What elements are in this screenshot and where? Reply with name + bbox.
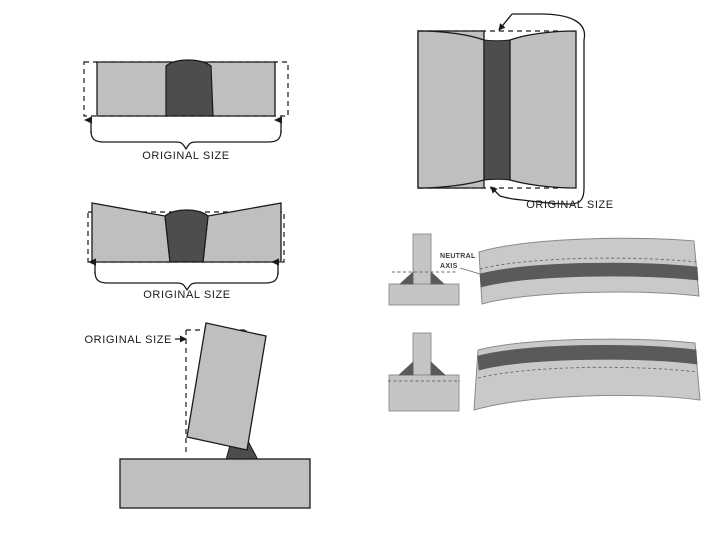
fillet-angular-distortion-diagram: ORIGINAL SIZE	[85, 322, 311, 509]
original-size-label: ORIGINAL SIZE	[143, 289, 230, 301]
plate-left	[96, 61, 173, 117]
longitudinal-shrinkage-diagram: ORIGINAL SIZE	[417, 13, 613, 211]
bottom-leader-curve	[499, 195, 571, 205]
bowing-distortion-bottom-diagram	[388, 332, 701, 412]
plate-right	[509, 30, 577, 189]
weld-bead	[165, 59, 214, 117]
weld-bead	[164, 209, 209, 263]
original-size-label: ORIGINAL SIZE	[526, 199, 613, 211]
plate-left	[91, 202, 171, 263]
t-section-fillet-left	[398, 361, 414, 376]
bowed-beam-neutral-axis	[479, 257, 698, 270]
plate-left-curved	[417, 30, 485, 189]
upright-plate	[186, 322, 267, 451]
t-section-web	[412, 233, 432, 285]
neutral-axis-label-line1: NEUTRAL	[440, 253, 476, 260]
original-size-label: ORIGINAL SIZE	[142, 150, 229, 162]
t-section-flange	[388, 283, 460, 306]
t-section-flange	[388, 374, 460, 412]
weld-seam	[483, 39, 511, 181]
transverse-shrinkage-diagram: ORIGINAL SIZE	[83, 59, 289, 162]
neutral-axis-label-line2: AXIS	[440, 263, 458, 270]
t-section-fillet-left	[399, 271, 414, 285]
bowed-beam-weld-band	[479, 262, 699, 288]
t-section-fillet-right	[430, 271, 445, 285]
bowed-beam-weld-band	[477, 344, 698, 371]
top-leader-curve	[512, 13, 586, 41]
t-section-web	[412, 332, 432, 376]
angular-distortion-diagram: ORIGINAL SIZE	[87, 202, 285, 301]
original-size-label: ORIGINAL SIZE	[85, 334, 172, 346]
bottom-leader-arrow	[490, 186, 501, 197]
t-section-fillet-right	[430, 361, 446, 376]
plate-right	[206, 61, 276, 117]
bowing-distortion-top-diagram: NEUTRAL AXIS	[388, 233, 700, 306]
top-leader-arrow	[498, 13, 513, 31]
original-size-brace	[90, 130, 282, 150]
original-size-brace	[94, 271, 279, 291]
side-leader-line	[569, 40, 585, 205]
base-plate	[119, 458, 311, 509]
